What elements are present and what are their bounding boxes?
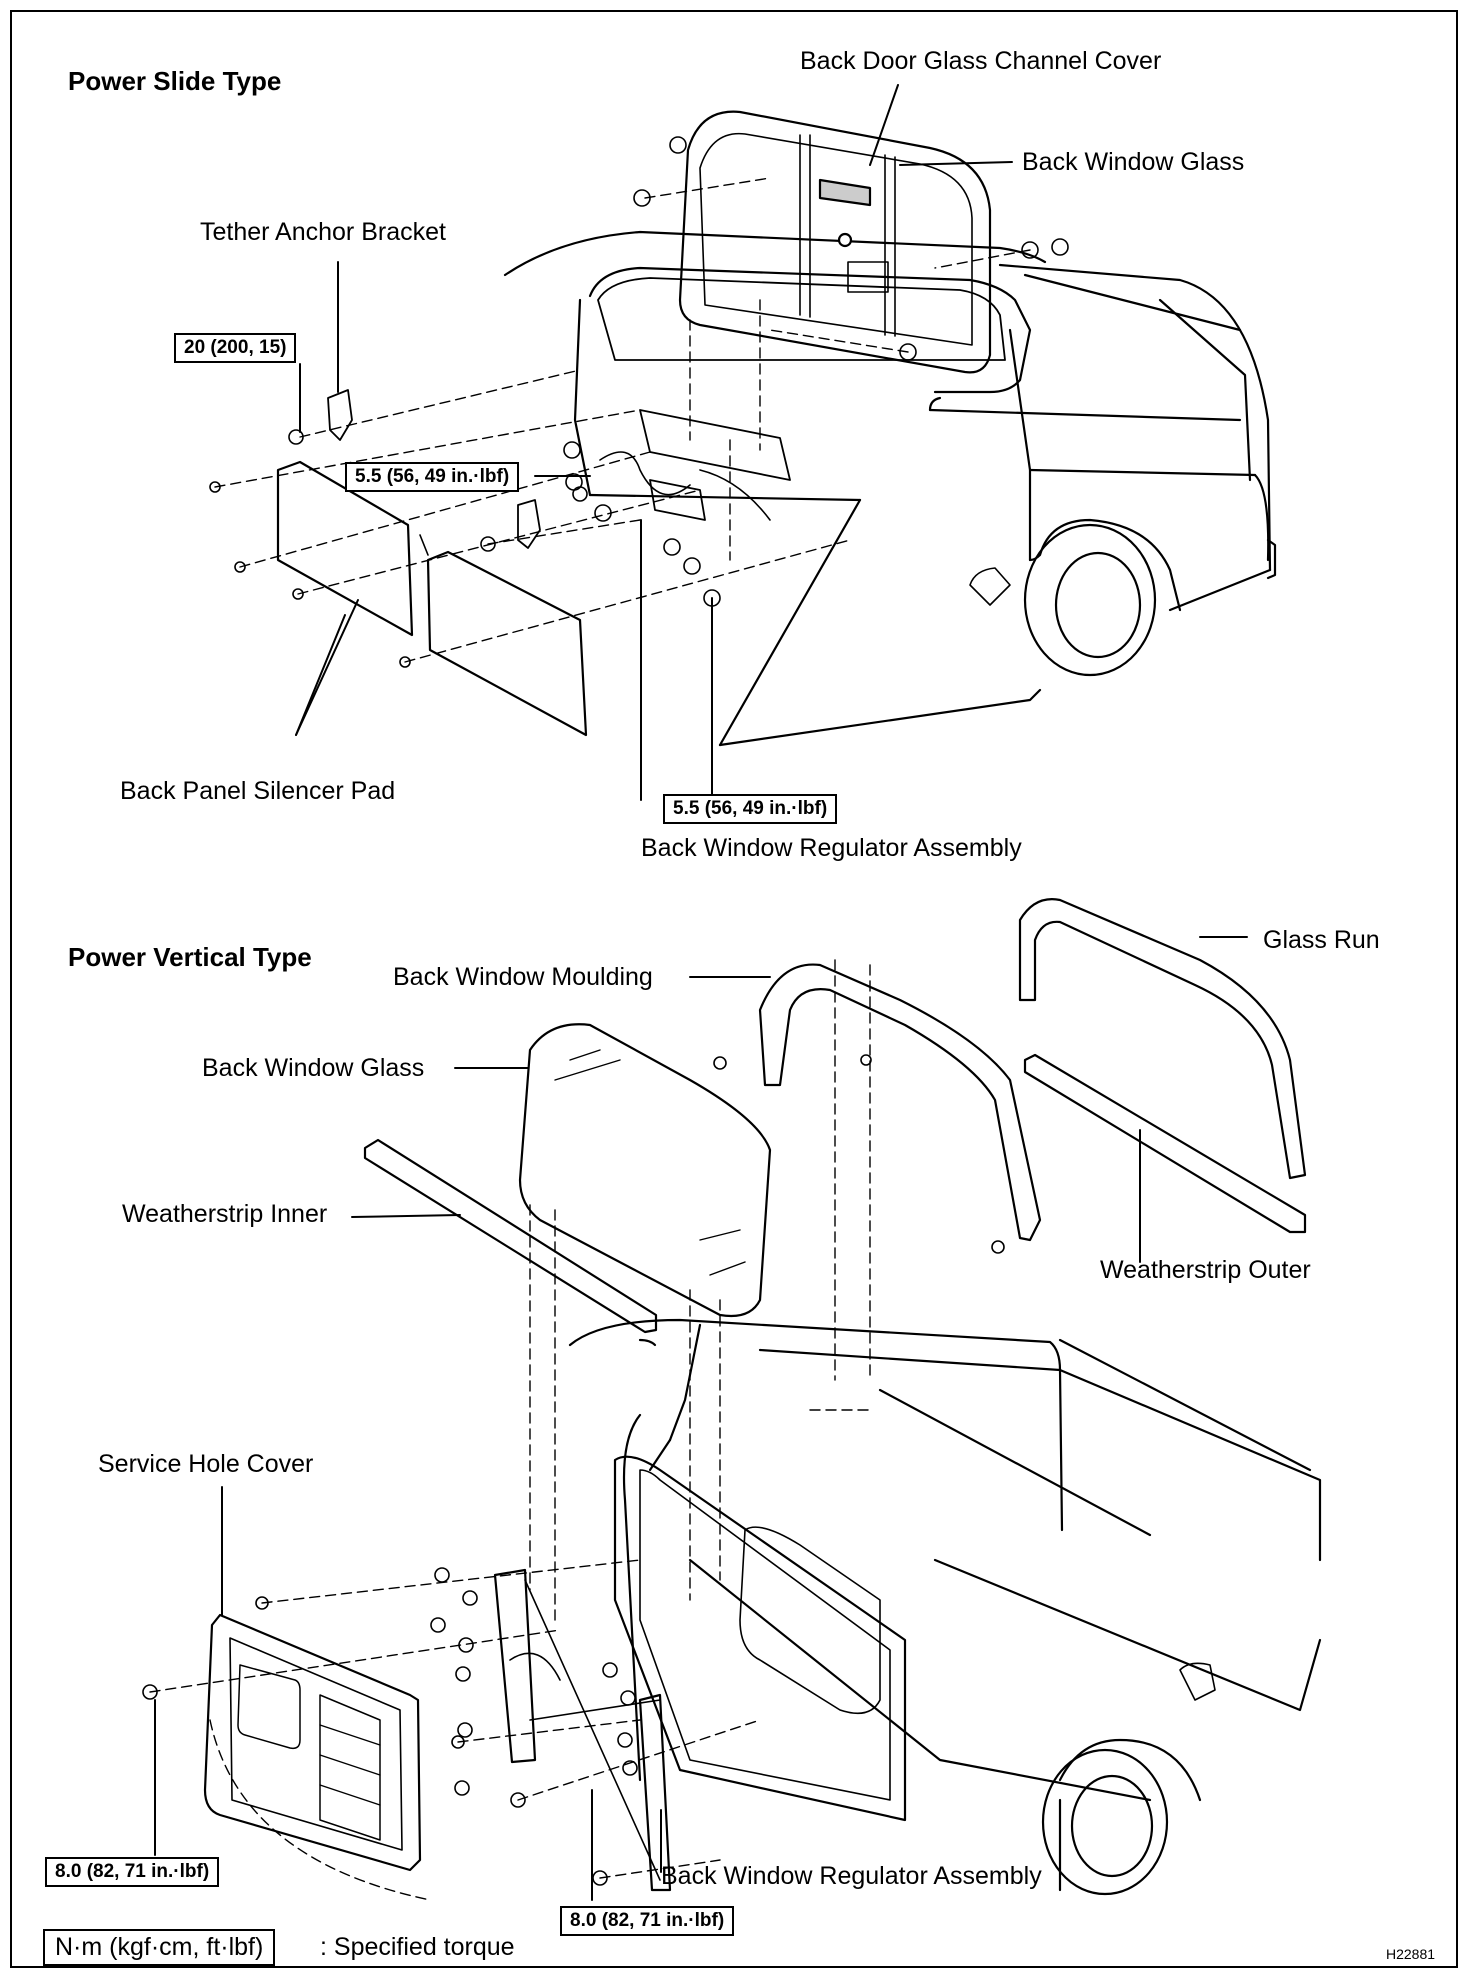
label-regulator-top: Back Window Regulator Assembly (641, 834, 1022, 862)
vertical-fasteners (142, 1054, 1005, 1886)
legend-torque-unit: N·m (kgf·cm, ft·lbf) (43, 1929, 276, 1966)
vertical-service-hole-cover (203, 1613, 422, 1872)
vertical-glass-run (1018, 898, 1307, 1180)
torque-vertical-left: 8.0 (82, 71 in.·lbf) (45, 1857, 220, 1887)
torque-vertical-right: 8.0 (82, 71 in.·lbf) (560, 1906, 735, 1936)
slide-regulator (599, 409, 791, 521)
label-service-hole-cover: Service Hole Cover (98, 1450, 314, 1478)
legend-torque-text: : Specified torque (320, 1933, 515, 1961)
vertical-regulator (493, 1568, 672, 1892)
slide-dashed-lines (214, 177, 1031, 663)
label-weatherstrip-inner: Weatherstrip Inner (122, 1200, 328, 1228)
slide-silencer-pads (276, 460, 588, 737)
torque-tether: 20 (200, 15) (174, 333, 297, 363)
slide-back-window-glass (678, 110, 992, 374)
label-back-window-glass-top: Back Window Glass (1022, 148, 1245, 176)
slide-truck-body (503, 230, 1277, 747)
slide-fasteners (209, 136, 1069, 668)
label-tether-anchor: Tether Anchor Bracket (200, 218, 446, 246)
diagram-frame (10, 10, 1458, 1968)
slide-leader-lines (295, 84, 1013, 801)
label-channel-cover: Back Door Glass Channel Cover (800, 47, 1162, 75)
label-moulding: Back Window Moulding (393, 963, 653, 991)
label-regulator-bottom: Back Window Regulator Assembly (661, 1862, 1042, 1890)
figure-code: H22881 (1386, 1946, 1436, 1962)
label-back-window-glass-bottom: Back Window Glass (202, 1054, 425, 1082)
label-weatherstrip-outer: Weatherstrip Outer (1100, 1256, 1311, 1284)
slide-tether-bracket (327, 389, 541, 549)
section-title-slide: Power Slide Type (68, 66, 282, 96)
torque-slide-mid: 5.5 (56, 49 in.·lbf) (345, 462, 520, 492)
vertical-weatherstrips (363, 1053, 1307, 1334)
section-title-vertical: Power Vertical Type (68, 942, 312, 972)
vertical-truck-body (568, 1318, 1322, 1896)
vertical-moulding (758, 963, 1042, 1242)
vertical-glass (518, 1023, 772, 1318)
torque-slide-lower: 5.5 (56, 49 in.·lbf) (663, 794, 838, 824)
label-silencer-pad: Back Panel Silencer Pad (120, 777, 396, 805)
vertical-dashed-lines (149, 959, 871, 1901)
label-glass-run: Glass Run (1263, 926, 1380, 954)
vertical-leader-lines (154, 936, 1248, 1901)
